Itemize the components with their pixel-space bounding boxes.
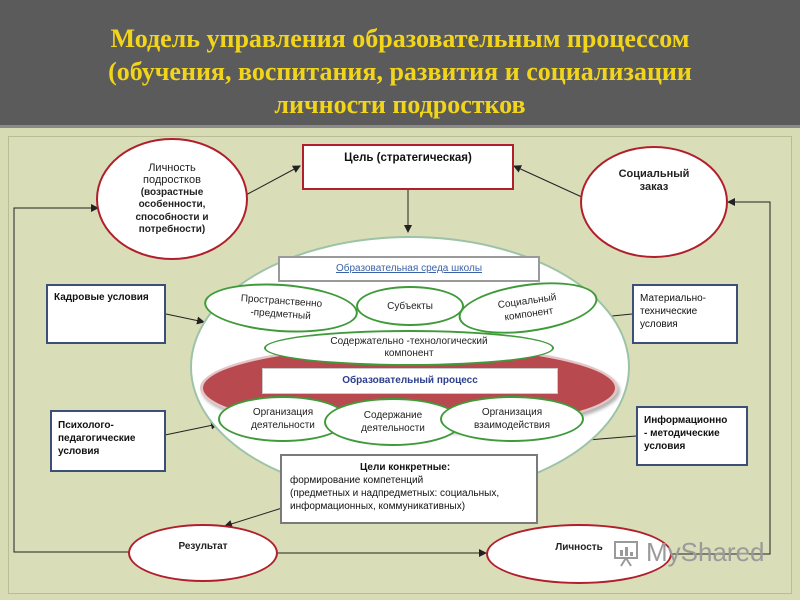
arrow-loop-right (672, 198, 771, 555)
concrete-goals-line-1: формирование компетенций (290, 475, 424, 486)
psych-line-2: педагогические (58, 433, 136, 444)
psych-line-3: условия (58, 446, 100, 457)
educational-process-label: Образовательный процесс (342, 375, 478, 386)
result-label: Результат (178, 541, 228, 552)
subjects-label: Субъекты (387, 300, 433, 312)
material-conditions-box: Материально- технические условия (632, 284, 738, 344)
educational-process-label-box: Образовательный процесс (262, 368, 558, 394)
content-tech-ellipse: Содержательно -технологический компонент (264, 330, 554, 366)
goal-strategic-box: Цель (стратегическая) (302, 144, 514, 190)
slide-title: Модель управления образовательным процес… (20, 22, 780, 121)
title-line-1: Модель управления образовательным процес… (110, 24, 690, 53)
content-activity-line-1: Содержание (363, 410, 423, 421)
concrete-goals-title: Цели конкретные: (360, 462, 451, 473)
arrow-goals-to-result (224, 507, 283, 528)
org-interaction-line-2: взаимодействия (473, 420, 551, 431)
title-line-2: (обучения, воспитания, развития и социал… (108, 57, 692, 86)
personality-line-6: потребности) (138, 224, 206, 235)
myshared-watermark: MyShared (612, 536, 772, 568)
content-tech-line-2: компонент (384, 348, 434, 359)
personality-line-4: особенности, (138, 199, 206, 210)
personality-teens-ellipse: Личность подростков (возрастные особенно… (96, 138, 248, 260)
info-line-2: - методические (644, 428, 720, 439)
material-line-1: Материально- (640, 293, 706, 304)
org-interaction-ellipse: Организация взаимодействия (440, 396, 584, 442)
personality-line-1: Личность (148, 161, 196, 174)
personality-label: Личность (555, 542, 603, 553)
org-interaction-line-1: Организация (481, 407, 543, 418)
arrow-order-to-goal (513, 165, 585, 199)
content-activity-line-2: деятельности (361, 423, 425, 434)
personality-ellipse: Личность (486, 524, 672, 584)
org-activity-line-2: деятельности (251, 420, 315, 431)
personality-line-5: способности и (135, 211, 209, 223)
header-banner: Модель управления образовательным процес… (0, 0, 800, 128)
staff-conditions-box: Кадровые условия (46, 284, 166, 344)
staff-conditions-label: Кадровые условия (54, 292, 149, 303)
arrow-staff (165, 313, 205, 325)
result-ellipse: Результат (128, 524, 278, 582)
personality-line-2: подростков (143, 174, 201, 186)
school-environment-label-box: Образовательная среда школы (278, 256, 540, 282)
title-line-3: личности подростков (274, 90, 526, 119)
org-activity-line-1: Организация (252, 407, 314, 418)
personality-line-3: (возрастные (140, 186, 204, 198)
psych-conditions-box: Психолого- педагогические условия (50, 410, 166, 472)
social-order-ellipse: Социальный заказ (580, 146, 728, 258)
school-environment-link[interactable]: Образовательная среда школы (335, 263, 483, 274)
info-line-3: условия (644, 441, 686, 452)
arrow-loop-left (13, 204, 130, 553)
goal-strategic-label: Цель (стратегическая) (344, 152, 472, 164)
psych-line-1: Психолого- (58, 420, 114, 431)
concrete-goals-line-3: информационных, коммуникативных) (290, 501, 466, 512)
social-order-line-1: Социальный (618, 168, 690, 180)
social-order-line-2: заказ (639, 181, 669, 193)
subjects-ellipse: Субъекты (356, 286, 464, 326)
arrow-psych (164, 421, 219, 436)
concrete-goals-line-2: (предметных и надпредметных: социальных, (290, 488, 500, 499)
info-conditions-box: Информационно - методические условия (636, 406, 748, 466)
content-tech-line-1: Содержательно -технологический (330, 336, 488, 347)
concrete-goals-box: Цели конкретные: формирование компетенци… (280, 454, 538, 524)
material-line-3: условия (640, 319, 678, 330)
arrow-personality-to-goal (243, 165, 301, 197)
info-line-1: Информационно (644, 415, 728, 426)
material-line-2: технические (640, 306, 698, 317)
presentation-icon (614, 541, 638, 567)
watermark-text: MyShared (646, 537, 765, 567)
